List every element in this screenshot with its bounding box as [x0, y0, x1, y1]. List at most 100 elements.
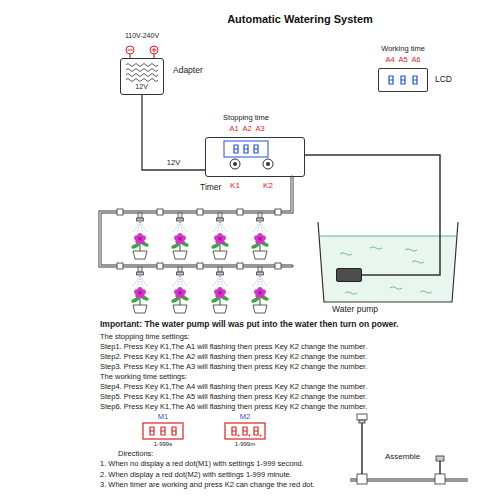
instruction-step: Step5. Press Key K1,The A5 will flashing…: [100, 393, 367, 402]
settings-heading: The working time settings:: [100, 373, 187, 382]
directions-heading-holder: Directions:: [118, 450, 153, 459]
key-name-holder: K1: [230, 181, 240, 190]
timer-panel-drawing-part: [263, 159, 273, 169]
pipe-joints-part: [275, 209, 281, 215]
assembly-sketch-part: [439, 460, 441, 474]
mode-display-m2-part: [238, 435, 240, 437]
mode-display-m1-part: [150, 427, 154, 435]
title-holder: Automatic Watering System: [227, 13, 373, 26]
water-waves-part: [345, 292, 357, 295]
plant-row: [131, 213, 270, 313]
power-adapter-box: Adapter12V: [120, 58, 164, 95]
pipe-joints-part: [117, 263, 123, 269]
wire-label-holder: 12V: [165, 159, 182, 168]
digit-name: A1: [229, 125, 238, 134]
directions-heading: Directions:: [118, 450, 153, 459]
mode-display-m2-part: [225, 423, 265, 439]
mode-display-m1: [143, 423, 183, 439]
assembly-sketch-part: [436, 456, 444, 461]
lcd-digits-part: [413, 76, 417, 84]
mode-display-m1-part: [172, 427, 176, 435]
timer-panel-drawing-part: [254, 145, 258, 153]
assembly-sketch-part: [435, 474, 445, 484]
water-tank-part: [320, 236, 456, 302]
mode-range: 1-999s: [154, 441, 172, 448]
important-note-holder: Important: The water pump will was put i…: [100, 320, 398, 330]
digit-name: A5: [398, 56, 407, 65]
pipe-joints: [117, 209, 281, 269]
instruction-step: Step1. Press Key K1,The A1 will flashing…: [100, 343, 367, 352]
input-voltage-holder: 110V-240V: [125, 32, 159, 40]
power-adapter-drawing-part: [150, 46, 158, 54]
power-adapter-drawing-part: [154, 48, 155, 53]
power-adapter-drawing-part: [126, 46, 134, 54]
digit-name: A3: [255, 125, 264, 134]
mode-display-m2-part: [249, 435, 251, 437]
lcd-display: LCD: [378, 68, 428, 92]
pipe-joints-part: [157, 209, 163, 215]
assembly-sketch-part: [359, 420, 365, 423]
mode-name-holder: M1: [158, 413, 168, 422]
plant-row-part: [211, 267, 230, 313]
assembly-sketch-part: [357, 474, 367, 484]
water-pipe-part: [100, 177, 292, 266]
mode-name-holder: M2: [240, 413, 250, 422]
water-waves-part: [420, 291, 432, 294]
lcd-digits-part: [389, 76, 393, 84]
assembly-sketch-part: [361, 422, 363, 475]
timer-box: Timer: [205, 137, 305, 177]
instruction-step-holder: Step1. Press Key K1,The A1 will flashing…: [100, 343, 367, 352]
instruction-step: Step6. Press Key K1,The A6 will flashing…: [100, 403, 367, 412]
power-adapter-drawing-part: [126, 69, 158, 72]
working-time-caption-holder: Working time: [381, 45, 425, 54]
power-adapter-drawing-part: [126, 64, 158, 67]
instruction-step: Step3. Press Key K1,The A3 will flashing…: [100, 363, 367, 372]
water-waves-part: [370, 247, 382, 250]
power-adapter-drawing-part: [126, 79, 158, 82]
mode-display-m2-part: [254, 427, 258, 435]
pipe-joints-part: [197, 209, 203, 215]
assemble-caption-holder: Assemble: [385, 452, 420, 461]
timer-panel-drawing-part: [244, 145, 248, 153]
settings-heading: The stopping time settings:: [100, 333, 190, 342]
timer-panel-drawing-part: [233, 162, 237, 166]
mode-display-m1-part: [143, 423, 183, 439]
instruction-step: Step2. Press Key K1,The A2 will flashing…: [100, 353, 367, 362]
mode-range-holder: 1-999s: [154, 441, 172, 448]
pipe-joints-part: [237, 263, 243, 269]
pipe-joints-part: [117, 209, 123, 215]
water-pipe-part: [100, 177, 292, 266]
instruction-step-holder: Step5. Press Key K1,The A5 will flashing…: [100, 393, 367, 402]
power-adapter-drawing: [126, 46, 158, 82]
direction-item: 3. When timer are working and press K2 c…: [100, 481, 315, 490]
water-pump: Water pump: [336, 268, 362, 282]
plant-row-part: [251, 267, 270, 313]
assembly-sketch: [350, 414, 468, 484]
pipe-joints-part: [275, 263, 281, 269]
diagram-title: Automatic Watering System: [227, 13, 373, 26]
water-pipe: [100, 177, 292, 266]
instruction-step-holder: Step4. Press Key K1,The A4 will flashing…: [100, 383, 367, 392]
digit-name: A4: [385, 56, 394, 65]
digit-name-holder: A3: [255, 125, 264, 134]
working-time-caption: Working time: [381, 45, 425, 54]
timer-panel-drawing-part: [266, 162, 270, 166]
wire-voltage-label: 12V: [165, 159, 182, 168]
digit-name-holder: A4: [385, 56, 394, 65]
assembly-sketch-part: [357, 414, 367, 420]
digit-name: A6: [411, 56, 420, 65]
water-waves-part: [340, 253, 352, 256]
timer-panel-drawing: [224, 141, 273, 169]
water-waves-part: [390, 287, 402, 290]
settings-heading-holder: The stopping time settings:: [100, 333, 190, 342]
lcd-digits: [389, 76, 417, 84]
stopping-time-caption-holder: Stopping time: [223, 114, 269, 123]
mode-display-m2-part: [243, 427, 247, 435]
power-adapter-drawing-part: [126, 74, 158, 77]
mode-display-m2-part: [260, 435, 262, 437]
assembly-sketch-part: [350, 479, 468, 480]
